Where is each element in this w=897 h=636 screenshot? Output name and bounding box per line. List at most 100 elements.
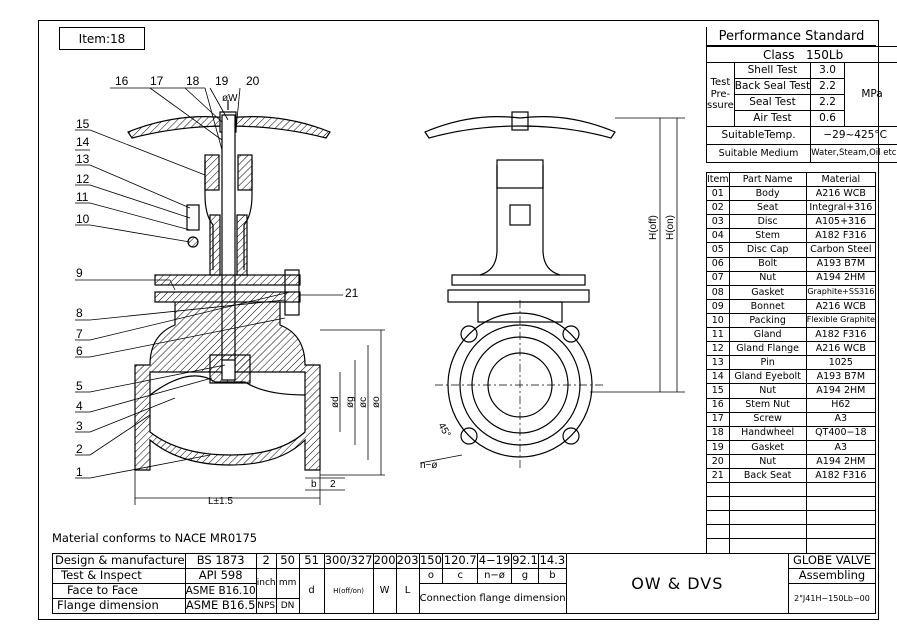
medium-value: Water,Steam,Oil etc.: [810, 144, 897, 163]
standard-value: ASME B16.5: [184, 598, 257, 614]
nphi-value: 4−19: [477, 553, 512, 569]
parts-cell-material: A216 WCB: [805, 298, 877, 314]
parts-cell-no: 05: [706, 242, 730, 258]
parts-cell-name: Screw: [728, 411, 807, 427]
drawing-sheet: [38, 20, 879, 620]
parts-cell-no: 01: [706, 186, 730, 202]
performance-table: Class 150Lb Test Pre- ssure Shell Test 3…: [705, 46, 897, 163]
callout-12: 12: [76, 172, 90, 186]
h-off-label: H(off): [648, 215, 659, 240]
connection-label: Connection flange dimension: [418, 583, 567, 614]
parts-cell-name: Gasket: [728, 284, 807, 300]
o-value: 150: [418, 553, 444, 569]
dn-label: DN: [275, 598, 300, 614]
callout-20: 20: [246, 74, 260, 88]
parts-cell-no: 20: [706, 453, 730, 469]
parts-cell-no: 13: [706, 355, 730, 371]
standard-value: ASME B16.10: [184, 583, 257, 599]
l-label: L: [395, 568, 420, 614]
title-name: GLOBE VALVE: [788, 553, 876, 569]
d-value: 51: [298, 553, 325, 569]
parts-cell-no: 03: [706, 214, 730, 230]
callout-numbers: 16 17 18 19 20 15 14 13 12 11 10 9 8 7 6…: [76, 74, 359, 479]
temp-value: −29~425°C: [810, 126, 897, 145]
parts-cell-material: Flexible Graphite: [805, 312, 877, 329]
two-dim-label: 2: [330, 479, 336, 490]
callout-6: 6: [76, 344, 83, 358]
item-number-box: Item:18: [59, 27, 145, 50]
parts-cell-no: 15: [706, 383, 730, 399]
standard-value: API 598: [184, 568, 257, 584]
parts-cell-name: Back Seat: [728, 467, 807, 484]
dn-value: 50: [275, 553, 300, 569]
nps-value: 2: [255, 553, 277, 569]
callout-5: 5: [76, 379, 83, 393]
callout-7: 7: [76, 327, 83, 341]
parts-cell-no: 09: [706, 298, 730, 314]
parts-cell-name: Disc Cap: [728, 242, 807, 258]
h-on-label: H(on): [665, 215, 676, 240]
parts-cell-name: Handwheel: [728, 425, 807, 441]
standard-label: Design & manufacture: [52, 553, 186, 569]
handwheel-section: [127, 116, 331, 139]
parts-row-empty: [706, 510, 877, 526]
parts-cell-name: Gasket: [728, 439, 807, 455]
b-dim-label: b: [311, 479, 317, 490]
parts-cell-material: A182 F316: [805, 327, 877, 343]
w-label: W: [372, 568, 397, 614]
parts-cell-material: QT400−18: [805, 425, 877, 441]
standard-label: Face to Face: [52, 583, 186, 599]
o-label: o: [418, 568, 444, 584]
callout-17: 17: [150, 74, 164, 88]
parts-cell-name: Packing: [728, 312, 807, 329]
h-label: H(off/on): [323, 568, 374, 614]
parts-cell-material: Integral+316: [805, 200, 877, 216]
parts-cell-no: 16: [706, 397, 730, 413]
parts-cell-name: Stem Nut: [728, 397, 807, 413]
temp-label: SuitableTemp.: [705, 126, 812, 145]
parts-cell-material: A193 B7M: [805, 369, 877, 385]
callout-3: 3: [76, 419, 83, 433]
parts-cell-no: 11: [706, 327, 730, 343]
parts-row-empty: [706, 482, 877, 498]
mm-label: mm: [275, 568, 300, 599]
c-value: 120.7: [442, 553, 479, 569]
test-value: 0.6: [810, 110, 845, 127]
nphi-label: n−ø: [477, 568, 512, 584]
company-name: OW & DVS: [565, 553, 790, 614]
medium-label: Suitable Medium: [705, 144, 812, 163]
parts-cell-no: 04: [706, 228, 730, 244]
g-label: g: [510, 568, 540, 584]
parts-cell-name: Disc: [728, 214, 807, 230]
h-value: 300/327: [323, 553, 374, 569]
title-code: 2"J41H−150Lb−00: [788, 583, 876, 614]
unit-label: MPa: [843, 62, 897, 127]
phi-w-label: øW: [222, 93, 238, 104]
parts-cell-no: 08: [706, 284, 730, 300]
n-phi-label: n−ø: [420, 460, 438, 471]
parts-cell-no: 18: [706, 425, 730, 441]
test-pressure-label: Test Pre- ssure: [706, 62, 735, 127]
header-item: Item: [706, 171, 730, 188]
parts-cell-material: 1025: [805, 355, 877, 371]
parts-cell-name: Gland: [728, 327, 807, 343]
parts-cell-no: 07: [706, 270, 730, 286]
performance-title: Performance Standard: [706, 27, 876, 46]
parts-cell-material: H62: [805, 397, 877, 413]
nace-note: Material conforms to NACE MR0175: [52, 531, 258, 545]
parts-cell-material: A182 F316: [805, 467, 877, 484]
nps-label: NPS: [255, 598, 277, 614]
callout-10: 10: [76, 212, 90, 226]
parts-cell-name: Nut: [728, 270, 807, 286]
standard-value: BS 1873: [184, 553, 257, 569]
test-name: Back Seal Test: [733, 78, 812, 95]
title-block: Design & manufacture BS 1873 2 50 51 300…: [52, 553, 876, 614]
parts-cell-material: Graphite+SS316: [805, 284, 877, 300]
